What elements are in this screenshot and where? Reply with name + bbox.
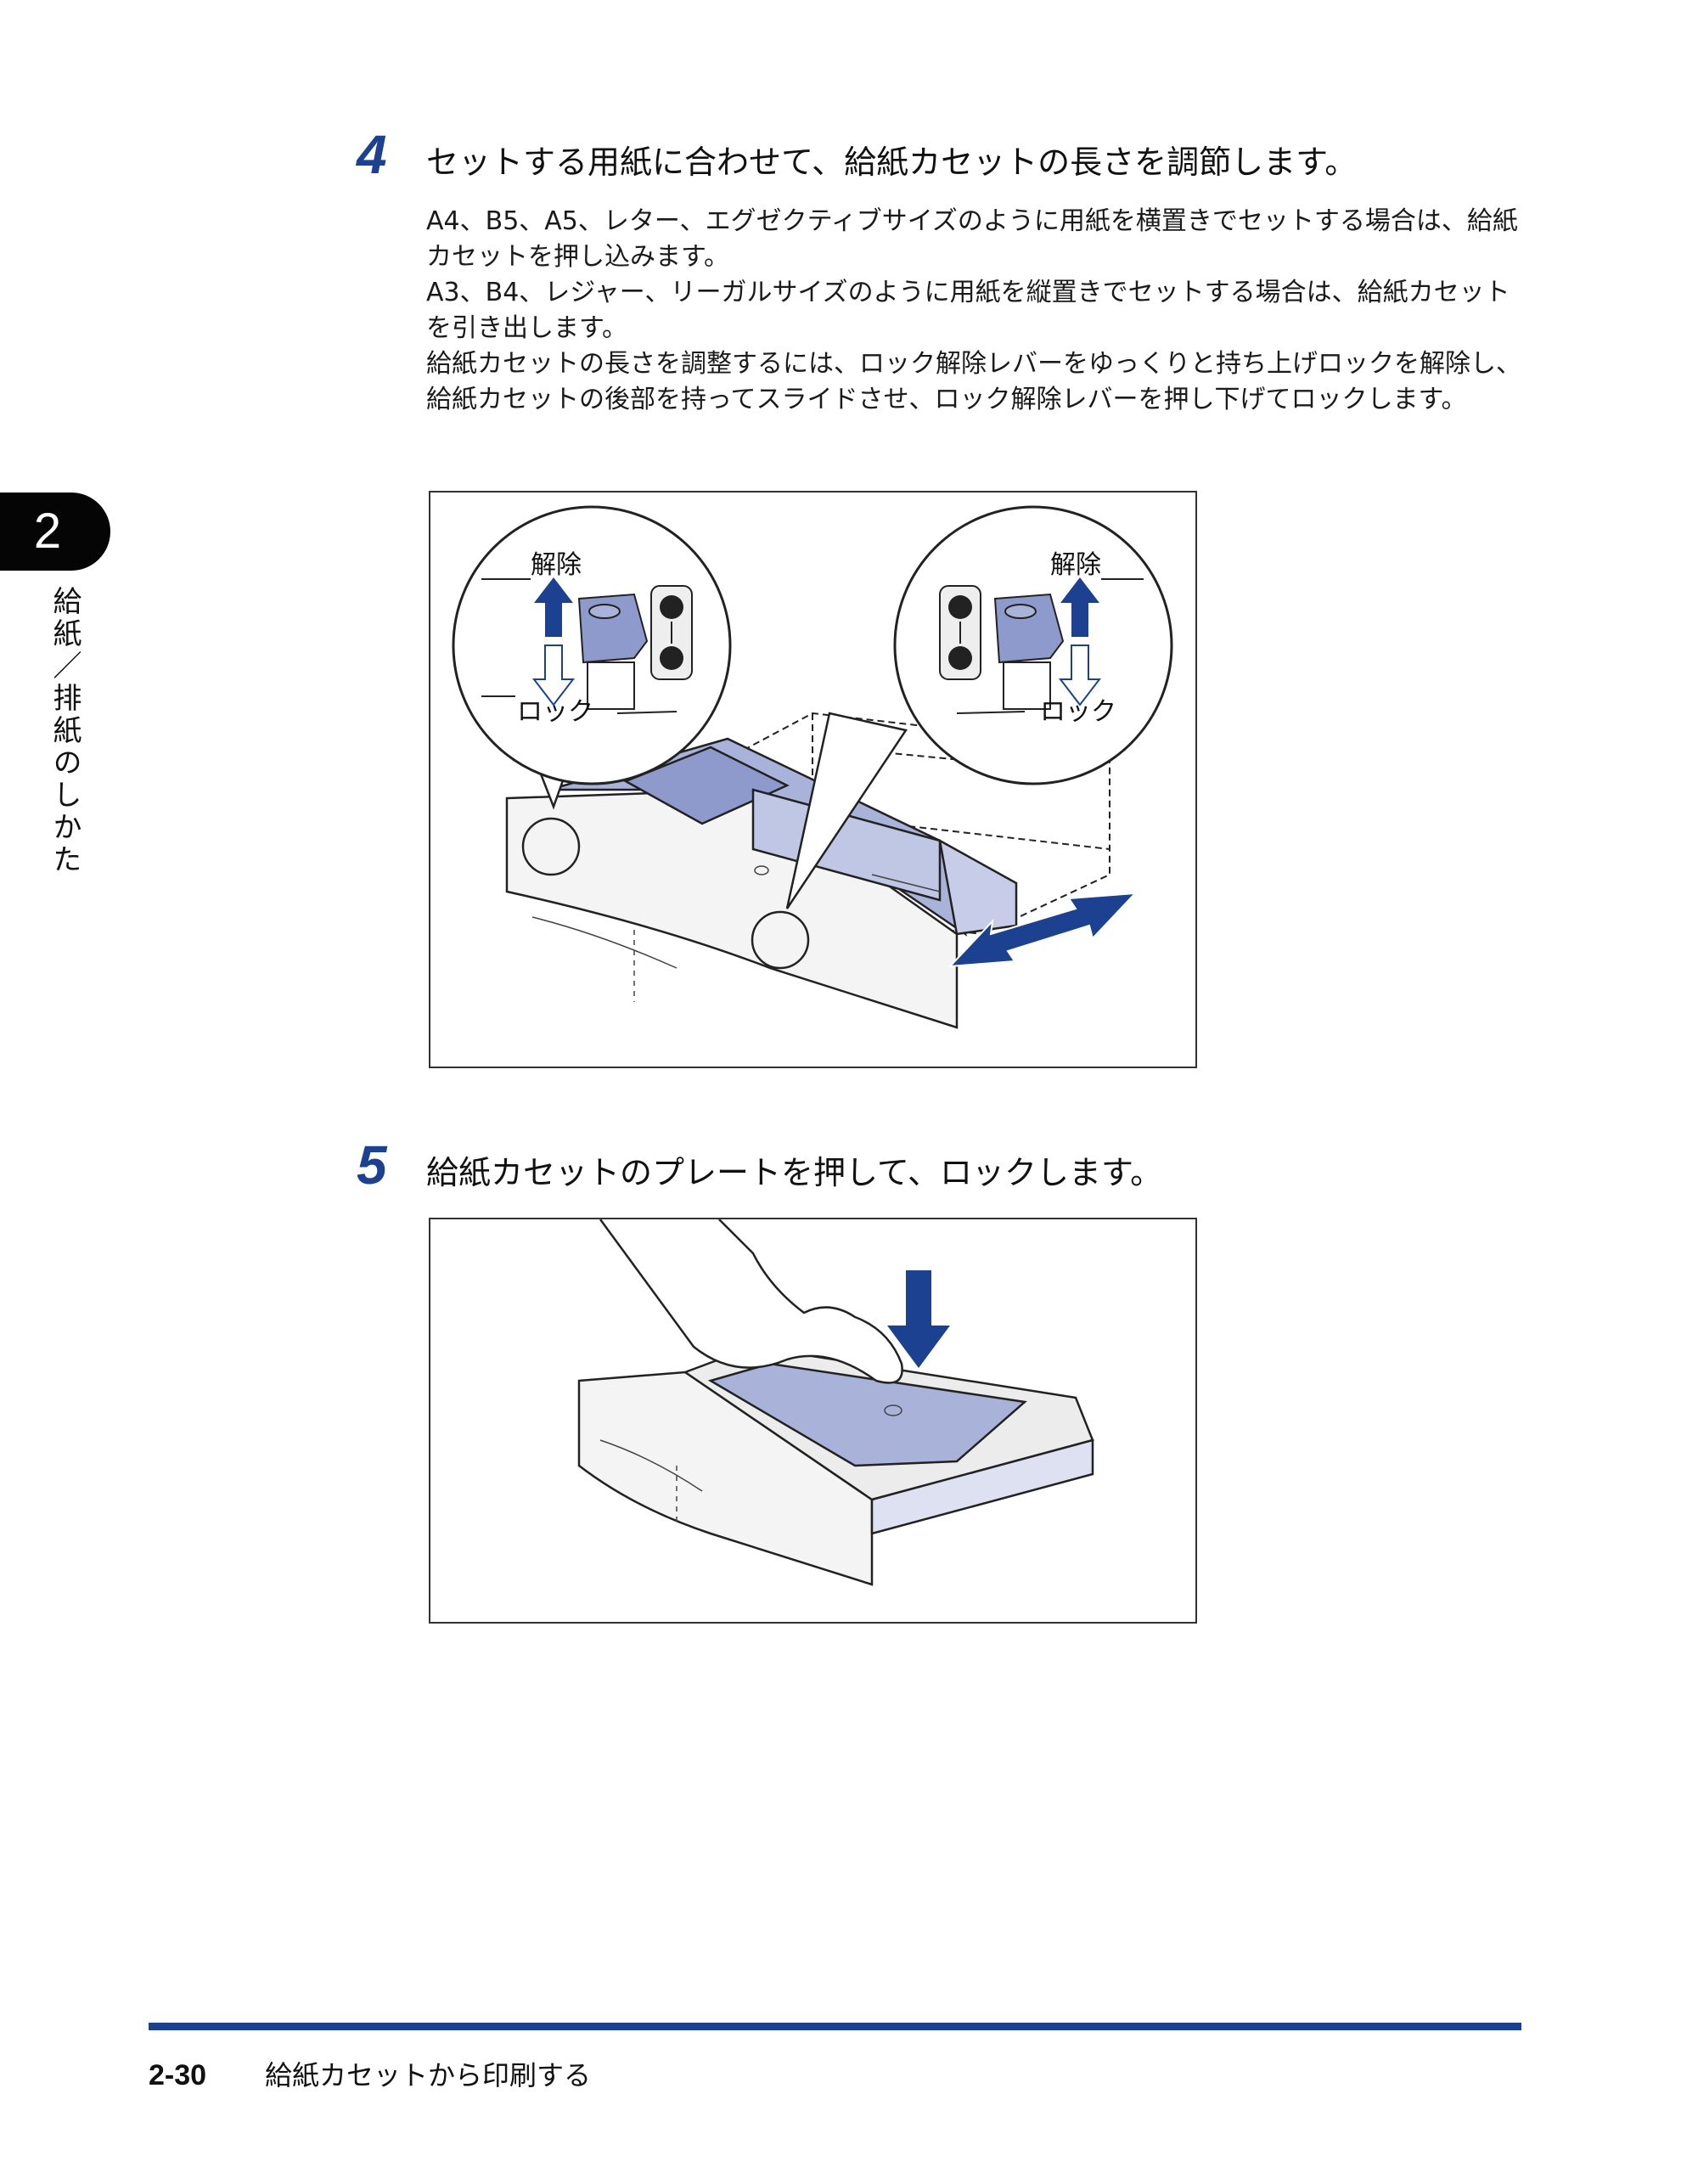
hand-illustration xyxy=(599,1219,903,1384)
arrow-up-icon xyxy=(534,577,573,637)
arrow-down-icon xyxy=(1058,645,1102,706)
callout-right: 解除 ロック xyxy=(785,505,1173,909)
callout-right-release-label: 解除 xyxy=(1050,550,1101,580)
unlock-icon xyxy=(660,595,683,619)
page-number: 2-30 xyxy=(149,2059,207,2091)
cassette-length-illustration: 解除 ロック 解除 ロック xyxy=(452,505,1173,1029)
tray-details xyxy=(531,865,941,1002)
arrow-down-icon xyxy=(531,645,576,706)
step-5-number: 5 xyxy=(357,1134,387,1196)
tray-details xyxy=(599,1404,902,1525)
step-4-title: セットする用紙に合わせて、給紙カセットの長さを調節します。 xyxy=(426,144,1358,181)
step-4-description: A4、B5、A5、レター、エグゼクティブサイズのように用紙を横置きでセットする場… xyxy=(426,204,1530,418)
figure-press-plate xyxy=(429,1218,1197,1624)
lock-icon xyxy=(660,646,683,670)
press-plate-illustration xyxy=(577,1219,1094,1586)
arrow-up-icon xyxy=(1060,577,1099,637)
paragraph-portrait: A3、B4、レジャー、リーガルサイズのように用紙を縦置きでセットする場合は、給紙… xyxy=(426,278,1510,343)
step-5-title: 給紙カセットのプレートを押して、ロックします。 xyxy=(426,1154,1163,1191)
callout-left-release-label: 解除 xyxy=(531,550,582,580)
unlock-icon xyxy=(948,595,972,619)
step-4-number: 4 xyxy=(357,124,387,185)
chapter-side-label: 給紙／排紙のしかた xyxy=(48,586,82,876)
footer-rule xyxy=(149,2023,1521,2030)
callout-left-lock-label: ロック xyxy=(517,697,593,727)
focus-circle-right xyxy=(751,910,810,970)
callout-left: 解除 ロック xyxy=(452,505,732,810)
footer-section-title: 給紙カセットから印刷する xyxy=(265,2059,592,2091)
lock-icon xyxy=(948,646,972,670)
press-down-arrow-icon xyxy=(887,1270,950,1368)
chapter-tab: 2 xyxy=(0,493,110,571)
paragraph-landscape: A4、B5、A5、レター、エグゼクティブサイズのように用紙を横置きでセットする場… xyxy=(426,206,1518,272)
paragraph-adjust: 給紙カセットの長さを調整するには、ロック解除レバーをゆっくりと持ち上げロックを解… xyxy=(426,349,1521,414)
figure-cassette-length: 解除 ロック 解除 ロック xyxy=(429,491,1197,1068)
focus-circle-left xyxy=(521,817,581,876)
callout-right-lock-label: ロック xyxy=(1040,697,1116,727)
cassette-tray xyxy=(577,1345,1094,1586)
cassette-tray xyxy=(505,737,1018,1029)
double-arrow-icon xyxy=(947,892,1138,968)
